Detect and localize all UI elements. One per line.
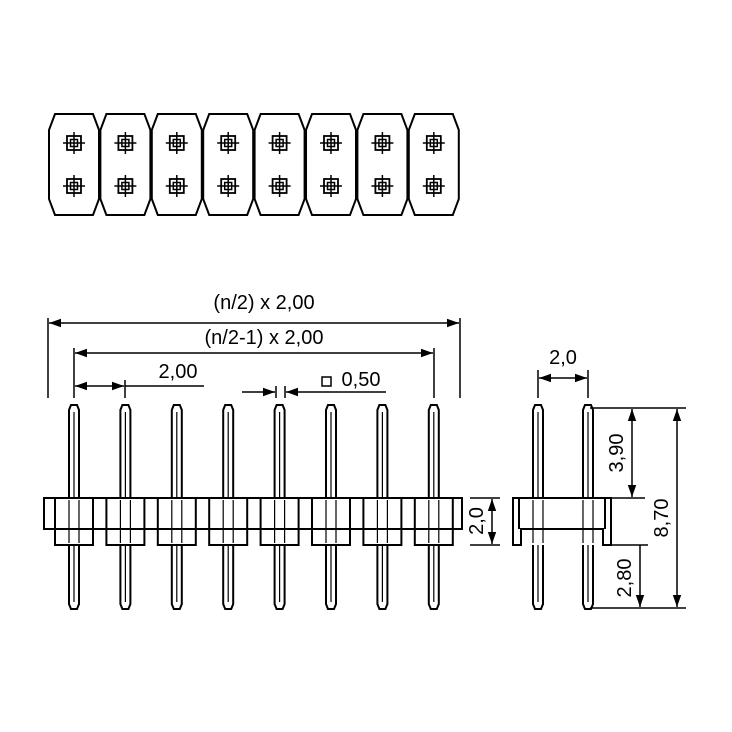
body-block [259, 497, 300, 546]
pin [68, 404, 80, 610]
pin-span-label: (n/2-1) x 2,00 [205, 327, 324, 349]
pin-pad [63, 132, 85, 154]
top-housing [407, 113, 460, 216]
top-housing [253, 113, 306, 216]
upper-pin-height-label: 3,90 [606, 434, 628, 473]
pin-pad [217, 132, 240, 154]
body-block [105, 497, 146, 546]
lower-pin-height-label: 2,80 [614, 559, 636, 598]
side-view [512, 404, 612, 610]
pin [273, 404, 286, 610]
top-housing [99, 113, 152, 216]
pin-pad [63, 175, 85, 197]
front-view [43, 404, 463, 610]
top-housing [150, 113, 203, 216]
front-body-strip [43, 497, 463, 530]
side-body [512, 497, 612, 546]
pin [376, 404, 389, 610]
body-block [156, 497, 197, 546]
pin-pad [320, 132, 342, 154]
pin-pad [114, 175, 137, 197]
pin-pad [371, 132, 394, 154]
pin-pad [114, 132, 137, 154]
body-block [413, 497, 454, 546]
pin-pad [320, 175, 342, 197]
row-pitch-label: 2,0 [549, 347, 577, 369]
pin-pad [422, 132, 445, 154]
overall-length-label: (n/2) x 2,00 [213, 292, 314, 314]
square-symbol [321, 376, 332, 387]
pin-pad [165, 132, 188, 154]
top-housing [202, 113, 255, 216]
pin-pad [371, 175, 394, 197]
pin-pad [268, 175, 291, 197]
pin [532, 404, 544, 610]
pin-pad [268, 132, 291, 154]
top-housing [356, 113, 409, 216]
total-height-label: 8,70 [651, 499, 673, 538]
pitch-label: 2,00 [159, 361, 198, 383]
body-block [208, 497, 249, 546]
pin [427, 404, 440, 610]
body-block [362, 497, 403, 546]
top-housing [305, 113, 357, 216]
top-housing [48, 113, 100, 216]
pin [170, 404, 183, 610]
pin-pad [217, 175, 240, 197]
pin-pad [422, 175, 445, 197]
body-block [54, 497, 94, 546]
pin [119, 404, 132, 610]
dimensions [47, 318, 686, 609]
pin [325, 404, 337, 610]
pin-square-label: 0,50 [342, 369, 381, 391]
pin [582, 404, 594, 610]
dimension-labels: (n/2) x 2,00 (n/2-1) x 2,00 2,00 0,50 2,… [159, 292, 673, 597]
body-height-label: 2,0 [466, 507, 488, 535]
body-block [311, 497, 351, 546]
pin-pad [165, 175, 188, 197]
pin [222, 404, 235, 610]
top-view [48, 113, 460, 216]
